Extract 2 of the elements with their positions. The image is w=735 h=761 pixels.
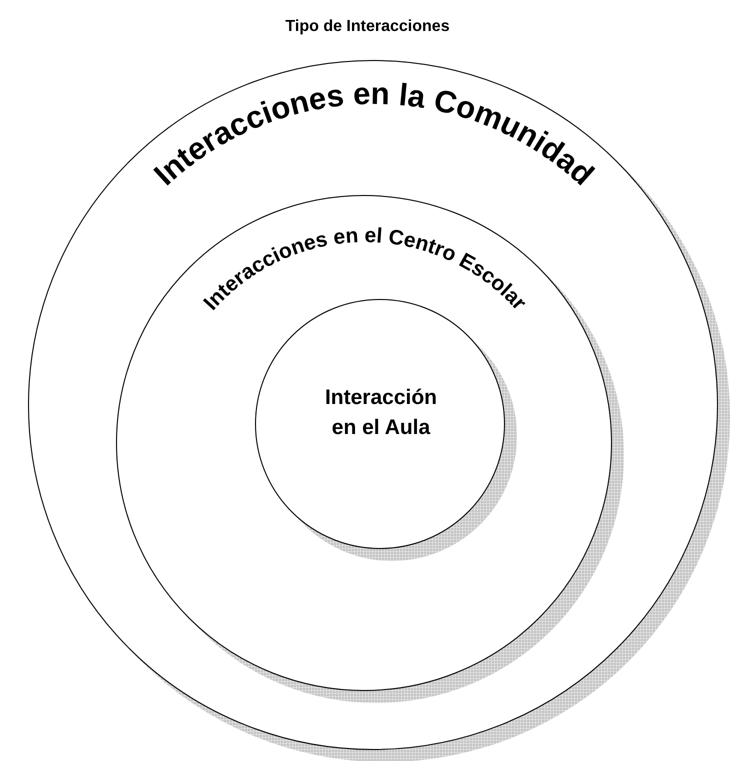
region-label: Interacción en el Aula: [324, 384, 438, 440]
diagram-title: Tipo de Interacciones: [284, 18, 451, 36]
